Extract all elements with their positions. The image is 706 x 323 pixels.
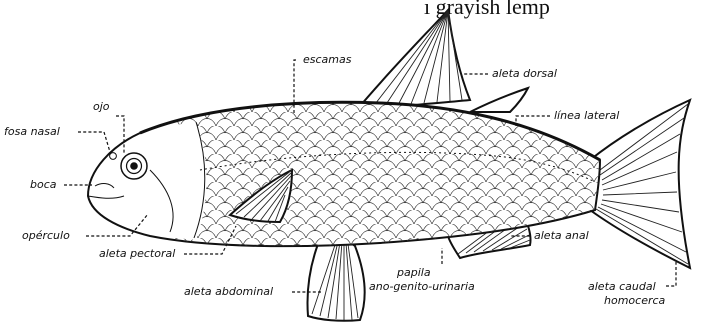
leader-aleta-caudal bbox=[666, 262, 676, 286]
label-aleta-caudal-line2: homocerca bbox=[604, 294, 666, 307]
caudal-fin bbox=[590, 100, 690, 268]
adipose-spine bbox=[470, 88, 528, 112]
label-aleta-caudal-line1: aleta caudal bbox=[588, 280, 656, 293]
label-aleta-abdominal: aleta abdominal bbox=[184, 285, 273, 298]
label-papila-line2: ano-genito-urinaria bbox=[369, 280, 475, 293]
label-aleta-pectoral: aleta pectoral bbox=[99, 247, 175, 260]
label-aleta-dorsal: aleta dorsal bbox=[492, 67, 557, 80]
label-aleta-anal: aleta anal bbox=[534, 229, 589, 242]
label-papila-line1: papila bbox=[396, 266, 431, 279]
pelvic-fin bbox=[307, 240, 364, 321]
eye bbox=[121, 153, 147, 179]
dorsal-fin bbox=[355, 10, 470, 112]
label-ojo: ojo bbox=[93, 100, 110, 113]
label-boca: boca bbox=[30, 178, 57, 191]
label-linea-lateral: línea lateral bbox=[554, 109, 619, 122]
label-operculo: opérculo bbox=[22, 229, 70, 242]
label-fosa-nasal: fosa nasal bbox=[4, 125, 60, 138]
leader-fosa-nasal bbox=[78, 132, 110, 152]
label-escamas: escamas bbox=[303, 53, 352, 66]
